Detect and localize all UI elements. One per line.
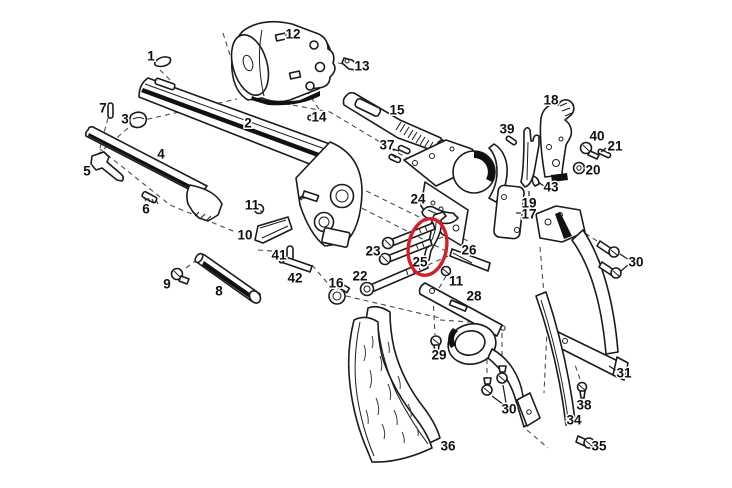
screw-11-front (253, 203, 265, 215)
screw-29 (430, 335, 442, 353)
part-label-13: 13 (354, 59, 370, 74)
screw-38 (576, 381, 588, 399)
screws-30-guard (481, 365, 508, 406)
part-label-4: 4 (157, 147, 165, 162)
part-label-12: 12 (285, 27, 300, 42)
barrel (138, 77, 363, 248)
hammer (539, 99, 575, 182)
part-label-23: 23 (365, 244, 381, 259)
part-label-25: 25 (412, 255, 428, 270)
highlight-ellipse-part-25 (406, 217, 449, 277)
screw-9 (170, 267, 190, 285)
part-label-10: 10 (237, 228, 252, 243)
part-label-22: 22 (352, 269, 367, 284)
part-label-11: 11 (449, 274, 464, 289)
part-label-40: 40 (589, 129, 604, 144)
trigger-bolt-spring (449, 248, 491, 272)
parts (84, 20, 630, 463)
part-label-16: 16 (328, 276, 344, 291)
part-label-43: 43 (543, 180, 559, 195)
part-label-11: 11 (245, 198, 260, 213)
mainspring (535, 291, 576, 426)
plug-screw-16 (328, 283, 351, 305)
part-label-9: 9 (163, 277, 171, 292)
small-pin-14 (307, 114, 318, 123)
part-label-21: 21 (607, 139, 623, 154)
latch-spring (141, 190, 159, 205)
part-label-15: 15 (389, 103, 405, 118)
screws-30-backstrap (596, 240, 630, 279)
part-label-42: 42 (287, 271, 302, 286)
grip (347, 305, 441, 463)
part-label-34: 34 (566, 413, 582, 428)
part-label-38: 38 (576, 398, 592, 413)
lever-latch (90, 151, 125, 182)
part-label-36: 36 (440, 439, 456, 454)
part-label-26: 26 (461, 243, 477, 258)
part-label-37: 37 (379, 138, 394, 153)
part-label-3: 3 (121, 112, 129, 127)
part-label-18: 18 (543, 93, 559, 108)
hand-spring-tip (531, 175, 545, 187)
part-label-17: 17 (521, 207, 536, 222)
plunger-rod (194, 252, 262, 304)
nipple-cone (341, 57, 359, 71)
cylinder (230, 20, 336, 106)
barrel-wedge (128, 111, 148, 129)
front-sight (153, 56, 172, 68)
part-label-28: 28 (466, 289, 482, 304)
part-label-5: 5 (83, 164, 91, 179)
backstrap (535, 205, 629, 381)
screw-11-rear (440, 265, 452, 277)
hammer-screw-washer (572, 161, 586, 175)
part-label-24: 24 (410, 192, 426, 207)
part-label-30: 30 (628, 255, 643, 270)
plunger (254, 216, 293, 244)
part-label-39: 39 (499, 122, 514, 137)
part-label-20: 20 (585, 163, 600, 178)
part-label-30: 30 (501, 402, 516, 417)
part-label-35: 35 (591, 439, 607, 454)
hammer-pin-39 (505, 135, 518, 146)
part-label-14: 14 (311, 110, 327, 125)
small-pin-21 (597, 147, 612, 159)
part-label-19: 19 (521, 196, 536, 211)
barrel-pin (107, 102, 114, 119)
screw-35 (575, 435, 595, 449)
hand-and-spring (520, 126, 540, 196)
part-label-29: 29 (431, 348, 446, 363)
part-label-2: 2 (244, 116, 252, 131)
part-label-1: 1 (147, 49, 155, 64)
pin-rod-42 (278, 254, 313, 273)
frame-pins-37 (388, 144, 411, 164)
part-label-31: 31 (616, 366, 632, 381)
part-label-6: 6 (142, 202, 150, 217)
part-label-7: 7 (99, 101, 107, 116)
part-label-8: 8 (215, 284, 223, 299)
hammer-screw-40 (579, 141, 600, 160)
loading-lever (84, 126, 223, 222)
part-label-41: 41 (271, 248, 287, 263)
